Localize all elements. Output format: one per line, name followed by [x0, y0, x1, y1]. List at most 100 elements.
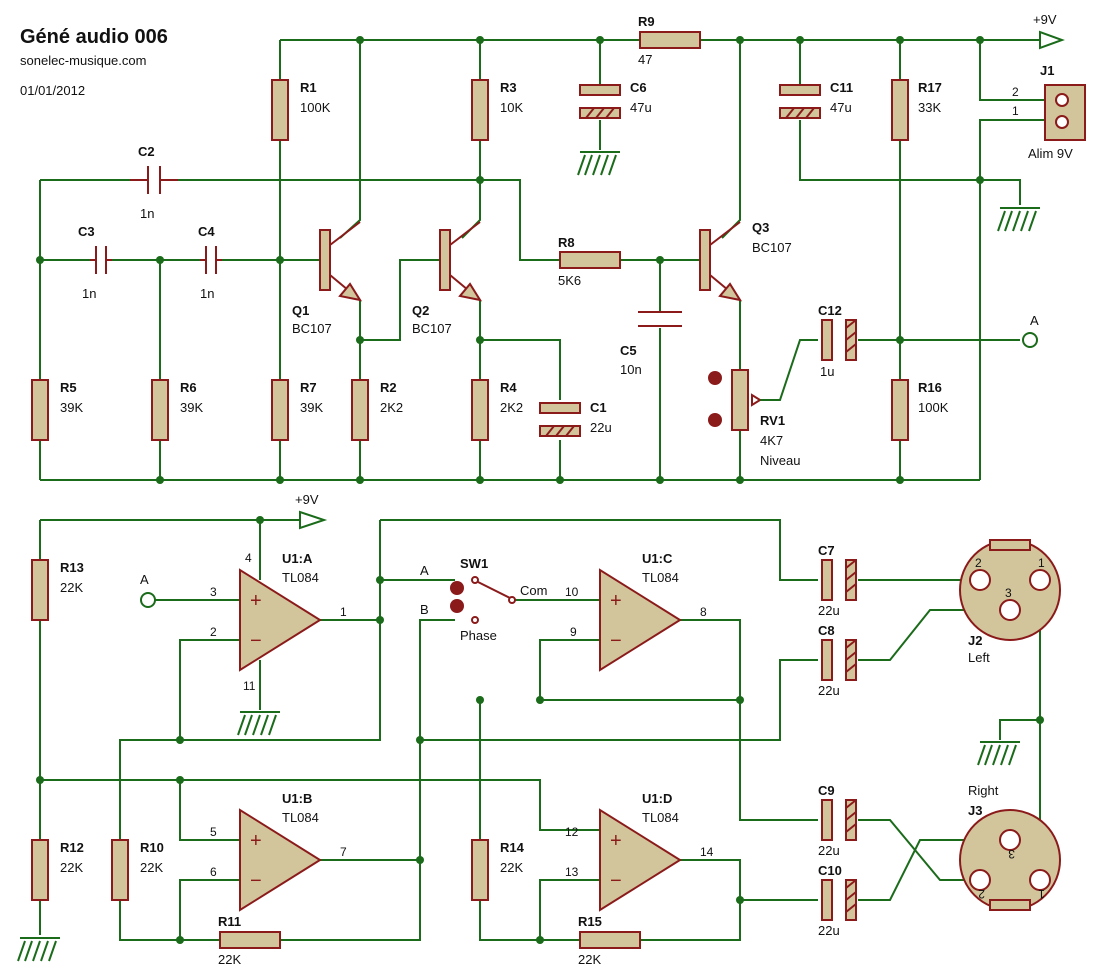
svg-text:J3: J3 [968, 803, 982, 818]
svg-text:2: 2 [1012, 85, 1019, 99]
svg-text:3: 3 [1005, 586, 1012, 600]
svg-text:R4: R4 [500, 380, 517, 395]
svg-text:22K: 22K [60, 580, 83, 595]
svg-text:22u: 22u [818, 843, 840, 858]
capacitor-c8: C8 22u [818, 623, 857, 698]
resistor-r7: R7 39K [271, 379, 323, 441]
capacitor-c5: C5 10n [620, 311, 682, 377]
svg-text:C12: C12 [818, 303, 842, 318]
svg-text:A: A [140, 572, 149, 587]
resistor-r2: R2 2K2 [351, 379, 403, 441]
ground-c6 [577, 151, 620, 176]
svg-text:R1: R1 [300, 80, 317, 95]
svg-text:+9V: +9V [1033, 12, 1057, 27]
svg-text:Phase: Phase [460, 628, 497, 643]
svg-text:2: 2 [975, 556, 982, 570]
svg-text:11: 11 [243, 679, 256, 693]
capacitor-c6: C6 47u [579, 80, 652, 119]
resistor-r15: R15 22K [578, 914, 641, 967]
capacitor-c9: C9 22u [818, 783, 857, 858]
svg-text:+: + [250, 830, 262, 852]
svg-text:C5: C5 [620, 343, 637, 358]
svg-text:100K: 100K [300, 100, 331, 115]
ground-c11 [997, 207, 1040, 232]
svg-text:R10: R10 [140, 840, 164, 855]
svg-text:Alim 9V: Alim 9V [1028, 146, 1073, 161]
xlr-connector-j3: 3 2 1 Right J3 [959, 783, 1061, 911]
svg-text:U1:D: U1:D [642, 791, 672, 806]
svg-text:R16: R16 [918, 380, 942, 395]
svg-text:+: + [610, 830, 622, 852]
svg-text:−: − [610, 870, 622, 892]
svg-text:−: − [610, 630, 622, 652]
net-label-a-out: A [1022, 313, 1039, 348]
svg-text:5K6: 5K6 [558, 273, 581, 288]
svg-text:R3: R3 [500, 80, 517, 95]
svg-text:22u: 22u [818, 683, 840, 698]
capacitor-c2: C2 1n [130, 144, 178, 221]
svg-text:39K: 39K [180, 400, 203, 415]
switch-sw1: SW1 A B Com Phase [420, 556, 547, 643]
capacitor-c3: C3 1n [78, 224, 112, 301]
svg-text:R2: R2 [380, 380, 397, 395]
svg-text:TL084: TL084 [282, 570, 319, 585]
svg-text:C10: C10 [818, 863, 842, 878]
svg-text:3: 3 [210, 585, 217, 599]
ground-bottom-left [17, 937, 60, 962]
capacitor-c7: C7 22u [818, 543, 857, 618]
svg-text:Q1: Q1 [292, 303, 309, 318]
svg-text:39K: 39K [60, 400, 83, 415]
svg-text:22u: 22u [818, 603, 840, 618]
svg-text:SW1: SW1 [460, 556, 488, 571]
svg-text:TL084: TL084 [642, 810, 679, 825]
resistor-r12: R12 22K [31, 839, 84, 901]
xlr-connector-j2: 2 1 3 J2 Left [959, 539, 1061, 665]
capacitor-c10: C10 22u [818, 863, 857, 938]
transistor-q2: Q2 BC107 [412, 221, 483, 336]
svg-text:RV1: RV1 [760, 413, 785, 428]
svg-text:100K: 100K [918, 400, 949, 415]
svg-text:U1:B: U1:B [282, 791, 312, 806]
svg-text:R12: R12 [60, 840, 84, 855]
resistor-r13: R13 22K [31, 559, 84, 621]
svg-text:R15: R15 [578, 914, 602, 929]
svg-text:C8: C8 [818, 623, 835, 638]
svg-text:+: + [610, 590, 622, 612]
svg-text:47: 47 [638, 52, 652, 67]
svg-text:Q3: Q3 [752, 220, 769, 235]
svg-text:R8: R8 [558, 235, 575, 250]
vcc-arrow-bottom: +9V [295, 492, 328, 530]
svg-text:1n: 1n [200, 286, 214, 301]
svg-text:1u: 1u [820, 364, 834, 379]
opamp-u1c: + − U1:C TL084 10 9 8 [565, 551, 707, 672]
svg-text:U1:C: U1:C [642, 551, 673, 566]
svg-text:A: A [1030, 313, 1039, 328]
svg-text:1n: 1n [82, 286, 96, 301]
ground-u1a [237, 711, 280, 736]
svg-text:10n: 10n [620, 362, 642, 377]
svg-text:22u: 22u [590, 420, 612, 435]
svg-text:1n: 1n [140, 206, 154, 221]
svg-text:B: B [420, 602, 429, 617]
resistor-r6: R6 39K [151, 379, 203, 441]
resistor-r1: R1 100K [271, 79, 331, 141]
capacitor-c1: C1 22u [539, 400, 612, 437]
resistor-r9: R9 47 [638, 14, 701, 67]
svg-text:10: 10 [565, 585, 579, 599]
svg-text:Q2: Q2 [412, 303, 429, 318]
svg-text:R7: R7 [300, 380, 317, 395]
svg-text:R9: R9 [638, 14, 655, 29]
potentiometer-rv1: RV1 4K7 Niveau [708, 369, 800, 468]
svg-text:7: 7 [340, 845, 347, 859]
svg-text:TL084: TL084 [282, 810, 319, 825]
svg-text:Right: Right [968, 783, 999, 798]
svg-text:4K7: 4K7 [760, 433, 783, 448]
svg-text:1: 1 [1038, 887, 1045, 901]
svg-text:22K: 22K [60, 860, 83, 875]
svg-text:4: 4 [245, 551, 252, 565]
opamp-u1a: + − U1:A TL084 3 2 1 4 11 [210, 551, 347, 693]
svg-text:BC107: BC107 [292, 321, 332, 336]
resistor-r11: R11 22K [218, 914, 281, 967]
net-label-a-in: A [140, 572, 156, 608]
